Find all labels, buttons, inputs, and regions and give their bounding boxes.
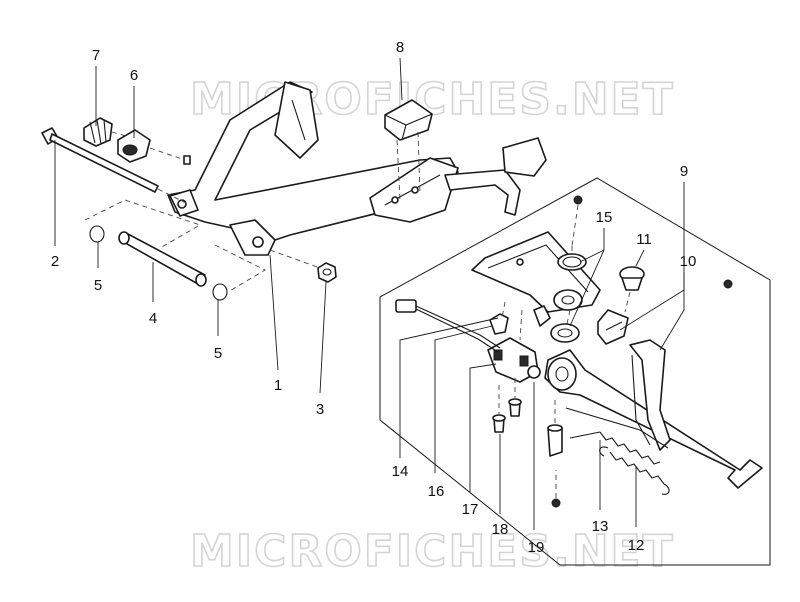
callout-17: 17 xyxy=(462,501,479,518)
callout-15: 15 xyxy=(596,209,613,226)
callout-14: 14 xyxy=(392,463,409,480)
pin-19 xyxy=(547,400,563,457)
circlip-5a xyxy=(89,225,105,243)
ref-dot-top xyxy=(573,195,583,205)
rubber-pad-8 xyxy=(384,99,433,201)
callout-labels: 7 6 8 2 5 4 5 1 3 9 15 11 10 14 16 17 18… xyxy=(51,39,697,556)
assembly-line-left-a xyxy=(84,199,202,249)
center-stand-frame xyxy=(167,81,459,256)
leader-lines xyxy=(54,57,685,530)
side-stand-leg xyxy=(544,339,763,489)
callout-11: 11 xyxy=(636,231,652,248)
screw-18 xyxy=(492,378,522,433)
sensor-switch-17 xyxy=(487,301,551,383)
kit-9-boundary xyxy=(379,177,771,566)
side-stand-bracket xyxy=(471,231,601,313)
ref-line-top xyxy=(571,204,579,247)
callout-6: 6 xyxy=(130,67,138,84)
ref-dot-right xyxy=(723,279,733,289)
stopper-11 xyxy=(619,266,645,313)
callout-13: 13 xyxy=(592,518,609,535)
bushing-6 xyxy=(117,129,191,165)
spring-13 xyxy=(565,407,669,465)
watermark-bottom: MICROFICHES.NET xyxy=(190,526,675,577)
wire-14 xyxy=(395,299,501,353)
bolt-2 xyxy=(41,127,191,206)
switch-10 xyxy=(597,309,629,345)
callout-9: 9 xyxy=(680,163,688,180)
ref-dot-bottom xyxy=(551,498,561,508)
spring-12 xyxy=(599,446,670,495)
circlip-5b xyxy=(212,283,228,301)
callout-5b: 5 xyxy=(214,345,222,362)
callout-1: 1 xyxy=(274,377,282,394)
callout-7: 7 xyxy=(92,47,100,64)
callout-8: 8 xyxy=(396,39,404,56)
pin-4 xyxy=(118,231,207,287)
assembly-line-left-c xyxy=(269,249,321,269)
callout-3: 3 xyxy=(316,401,324,418)
callout-19: 19 xyxy=(528,539,545,556)
callout-10: 10 xyxy=(680,253,697,270)
callout-5a: 5 xyxy=(94,277,102,294)
stand-pedal xyxy=(444,137,547,216)
bushing-7 xyxy=(83,117,141,147)
callout-4: 4 xyxy=(149,310,157,327)
callout-12: 12 xyxy=(628,537,645,554)
washer-15 xyxy=(550,246,587,343)
nut-3 xyxy=(317,262,337,283)
callout-2: 2 xyxy=(51,253,59,270)
callout-18: 18 xyxy=(492,521,509,538)
assembly-line-left-b xyxy=(214,244,266,293)
callout-16: 16 xyxy=(428,483,445,500)
